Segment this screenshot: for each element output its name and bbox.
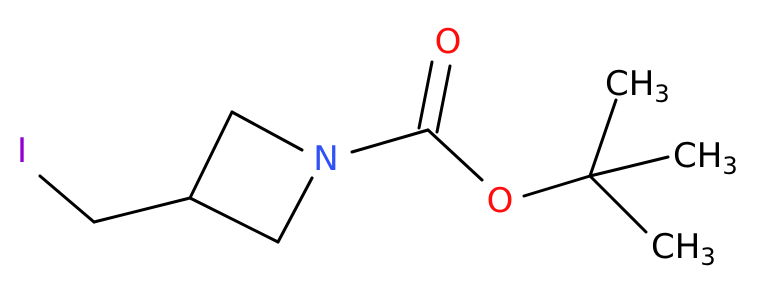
nitrogen-atom: N — [313, 139, 338, 179]
bond-tertc-ch3-bottom — [588, 174, 648, 234]
bond-n-carbonyl-c — [350, 128, 430, 154]
methyl-right-element: CH — [673, 136, 722, 176]
bond-c4-n — [276, 176, 314, 244]
methyl-bottom-element: CH — [651, 227, 700, 267]
methyl-top-element: CH — [605, 64, 654, 104]
bond-c3-c4 — [188, 196, 280, 244]
methyl-right-subscript: 3 — [722, 152, 737, 180]
carbonyl-oxygen-atom: O — [435, 22, 462, 62]
bond-carbonyl-double-1 — [417, 60, 434, 130]
bond-o-tertc — [522, 174, 592, 198]
methyl-bottom-subscript: 3 — [700, 243, 715, 271]
bond-ch2-c3 — [92, 196, 192, 224]
methyl-right-label: CH3 — [673, 136, 738, 180]
bond-i-ch2 — [38, 174, 96, 224]
bond-tertc-ch3-top — [588, 98, 618, 178]
methyl-top-subscript: 3 — [654, 80, 669, 108]
bond-carbonyl-c-o — [426, 128, 484, 182]
bond-c3-c2 — [188, 110, 234, 200]
bond-c2-n — [230, 110, 304, 152]
ester-oxygen-atom: O — [487, 181, 514, 221]
atom-labels: I N O O CH3 CH3 CH3 — [17, 22, 738, 271]
iodine-atom: I — [17, 131, 27, 171]
bond-carbonyl-double-2 — [435, 64, 452, 134]
bonds — [38, 60, 670, 244]
bond-tertc-ch3-right — [588, 155, 670, 178]
methyl-bottom-label: CH3 — [651, 227, 716, 271]
methyl-top-label: CH3 — [605, 64, 670, 108]
